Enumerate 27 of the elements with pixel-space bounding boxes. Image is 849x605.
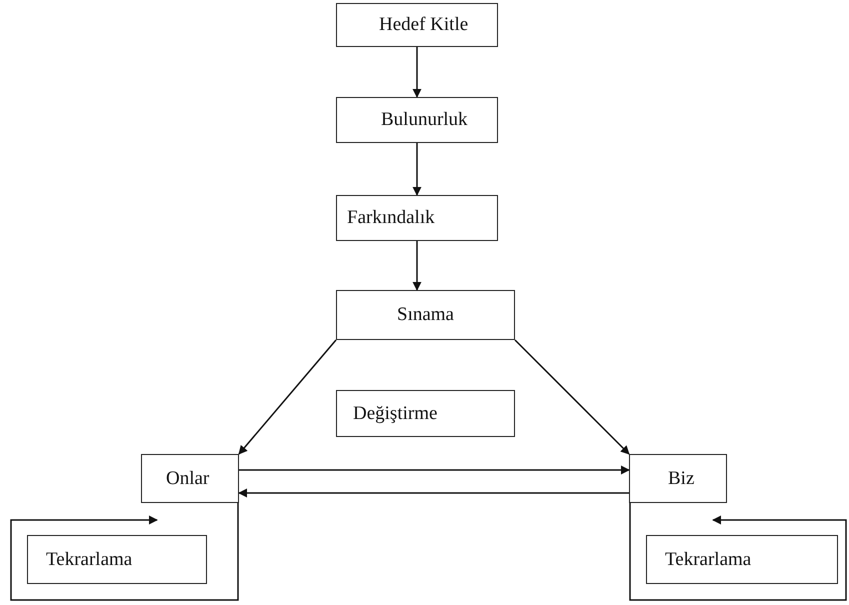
- arrow: [412, 47, 422, 98]
- box-label: Farkındalık: [347, 207, 435, 229]
- process-box: [336, 97, 498, 143]
- box-label: Tekrarlama: [665, 548, 752, 570]
- process-box: [27, 535, 207, 584]
- arrow: [412, 241, 422, 291]
- process-box: [336, 195, 498, 241]
- arrow: [10, 503, 239, 601]
- process-box: [629, 454, 727, 503]
- box-label: Biz: [668, 468, 694, 490]
- process-box: [336, 390, 515, 437]
- box-label: Sınama: [397, 304, 454, 326]
- process-box: [646, 535, 838, 584]
- arrow: [238, 340, 337, 455]
- arrow: [514, 339, 630, 455]
- process-box: [336, 3, 498, 47]
- process-box: [141, 454, 239, 503]
- process-box: [336, 290, 515, 340]
- box-label: Onlar: [166, 468, 210, 490]
- box-label: Tekrarlama: [46, 548, 132, 570]
- box-label: Bulunurluk: [381, 109, 468, 131]
- arrow: [629, 503, 847, 601]
- arrow: [239, 466, 630, 474]
- box-label: Hedef Kitle: [379, 14, 468, 36]
- arrow: [238, 488, 629, 498]
- arrow: [412, 143, 422, 196]
- box-label: Değiştirme: [353, 402, 438, 424]
